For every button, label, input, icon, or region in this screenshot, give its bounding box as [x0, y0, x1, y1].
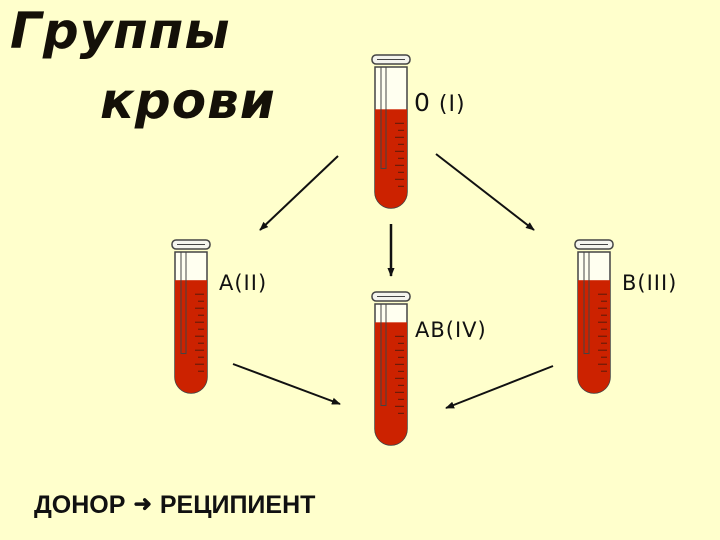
legend-recipient: РЕЦИПИЕНТ — [159, 491, 316, 519]
test-tube-0 — [371, 54, 411, 209]
test-tube-b — [574, 239, 614, 394]
title-line-1: Группы — [10, 2, 231, 60]
test-tube-a — [171, 239, 211, 394]
tube-label-b: B(III) — [622, 271, 678, 295]
tube-label-0: 0 (I) — [414, 90, 466, 116]
tube-label-0-main: 0 — [414, 88, 431, 117]
arrows — [232, 153, 554, 409]
title-line-2: крови — [100, 72, 276, 130]
legend: ДОНОР ➜ РЕЦИПИЕНТ — [34, 493, 315, 518]
tube-label-0-roman: (I) — [438, 92, 466, 117]
legend-arrow-icon: ➜ — [133, 491, 152, 516]
blood-level-ab — [375, 322, 407, 445]
arrow-0-to-a — [259, 155, 339, 231]
test-tube-ab — [371, 291, 411, 446]
arrow-b-to-ab — [445, 365, 554, 409]
blood-level-a — [175, 280, 207, 393]
legend-donor: ДОНОР — [34, 491, 126, 519]
blood-level-0 — [375, 109, 407, 208]
arrow-a-to-ab — [232, 363, 341, 405]
tube-label-a: A(II) — [219, 271, 268, 295]
tubes — [171, 54, 614, 446]
tube-label-ab: AB(IV) — [415, 318, 487, 342]
blood-level-b — [578, 280, 610, 393]
arrow-0-to-b — [435, 153, 535, 231]
